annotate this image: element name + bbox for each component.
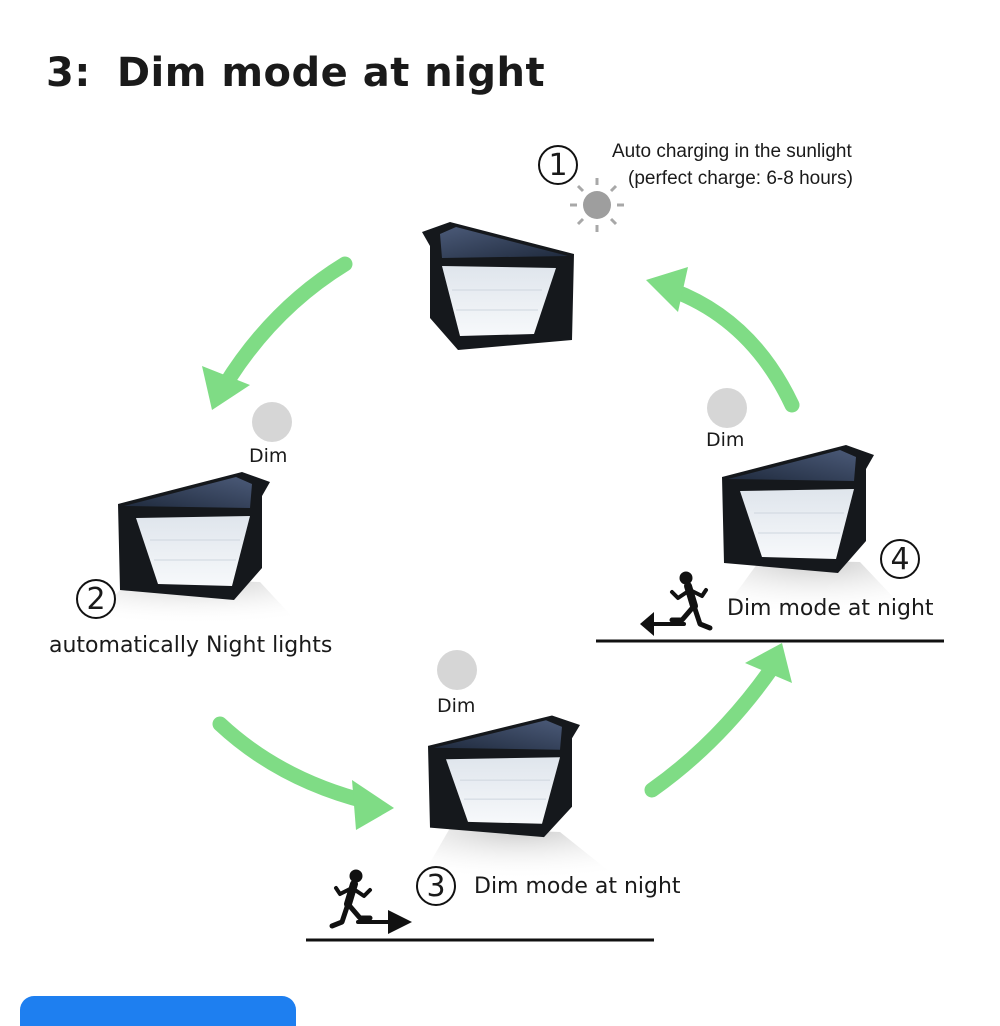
charging-caption: Auto charging in the sunlight (perfect c… <box>612 138 853 192</box>
light-glow <box>720 560 910 615</box>
charging-caption-line-2: (perfect charge: 6-8 hours) <box>628 168 853 189</box>
light-glow <box>420 828 620 880</box>
running-person-icon <box>329 869 412 934</box>
dim-label: Dim <box>437 695 476 717</box>
dim-label: Dim <box>249 445 288 467</box>
step-2-label: automatically Night lights <box>49 633 333 658</box>
page-title: 3: Dim mode at night <box>46 50 545 96</box>
title-text: Dim mode at night <box>116 50 546 96</box>
step-badge-3: 3 <box>416 866 456 906</box>
step-badge-4: 4 <box>880 539 920 579</box>
solar-lamp-2 <box>117 471 271 601</box>
charging-caption-line-1: Auto charging in the sunlight <box>612 141 852 162</box>
step-badge-1: 1 <box>538 145 578 185</box>
cycle-arrows <box>202 256 800 830</box>
dim-indicator-icon <box>707 388 747 428</box>
solar-lamp-day <box>421 221 575 351</box>
dim-label: Dim <box>706 429 745 451</box>
solar-lamp-4 <box>721 444 875 574</box>
step-number: 3: <box>46 50 91 96</box>
solar-lamp-3 <box>427 715 581 838</box>
step-4-label: Dim mode at night <box>727 596 934 621</box>
running-person-icon <box>640 571 713 636</box>
step-badge-2: 2 <box>76 579 116 619</box>
sun-icon <box>570 178 624 232</box>
step-3-label: Dim mode at night <box>474 874 681 899</box>
dim-indicator-icon <box>437 650 477 690</box>
dim-indicator-icon <box>252 402 292 442</box>
accent-bar <box>20 996 296 1026</box>
